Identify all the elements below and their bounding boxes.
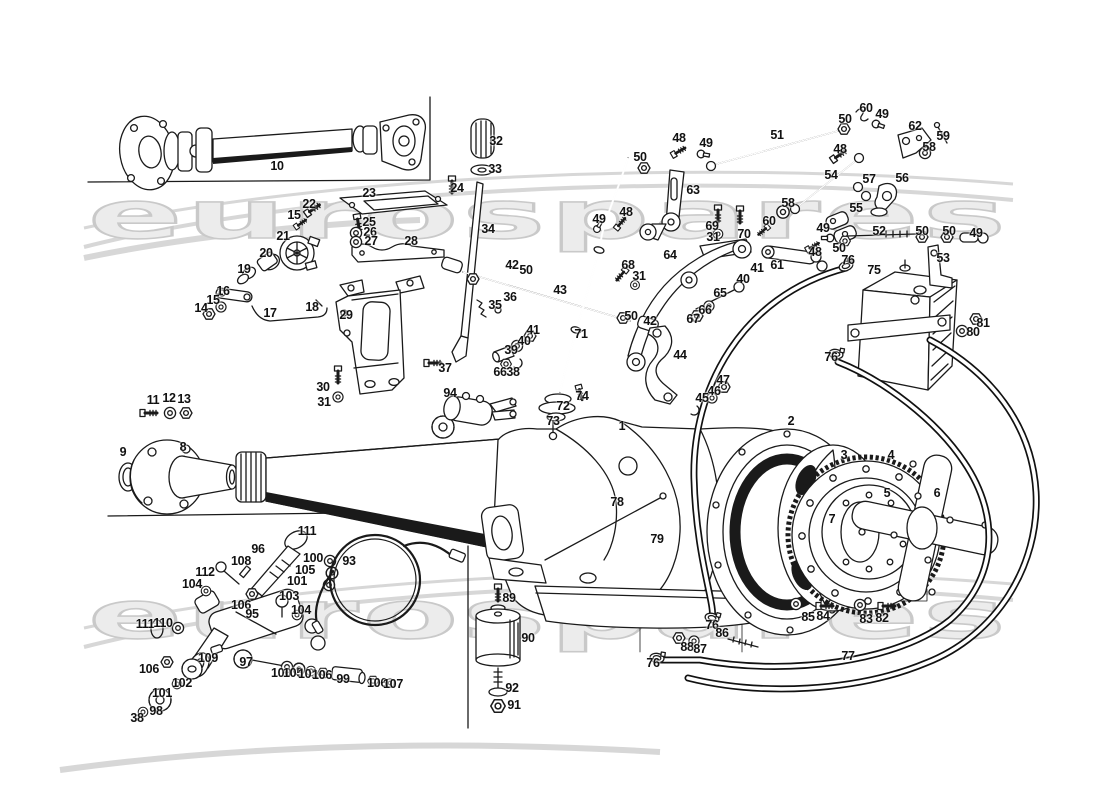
extension-housing	[235, 438, 501, 549]
servo-lever-94	[431, 391, 517, 439]
oil-cooler	[847, 244, 983, 391]
output-flange	[118, 439, 239, 515]
lever-44-group	[645, 325, 731, 416]
linkage-top-right	[705, 108, 989, 247]
filler-tube-group	[538, 157, 629, 441]
shift-lever-assembly	[339, 118, 495, 363]
torque-converter-group	[706, 428, 999, 636]
oil-filter-assembly	[475, 582, 521, 714]
speedo-drive-assembly	[137, 530, 466, 718]
bracket-29	[332, 275, 425, 403]
driveshaft-assembly	[118, 114, 427, 191]
drive-plate-6	[851, 454, 999, 602]
cooler-hoses	[648, 256, 1040, 693]
fastener-row-11-13	[138, 406, 193, 420]
lever-group	[613, 143, 828, 372]
watermark-text: eurospares	[88, 177, 1010, 254]
mount-cluster	[202, 200, 328, 322]
speedo-cable	[311, 533, 466, 635]
